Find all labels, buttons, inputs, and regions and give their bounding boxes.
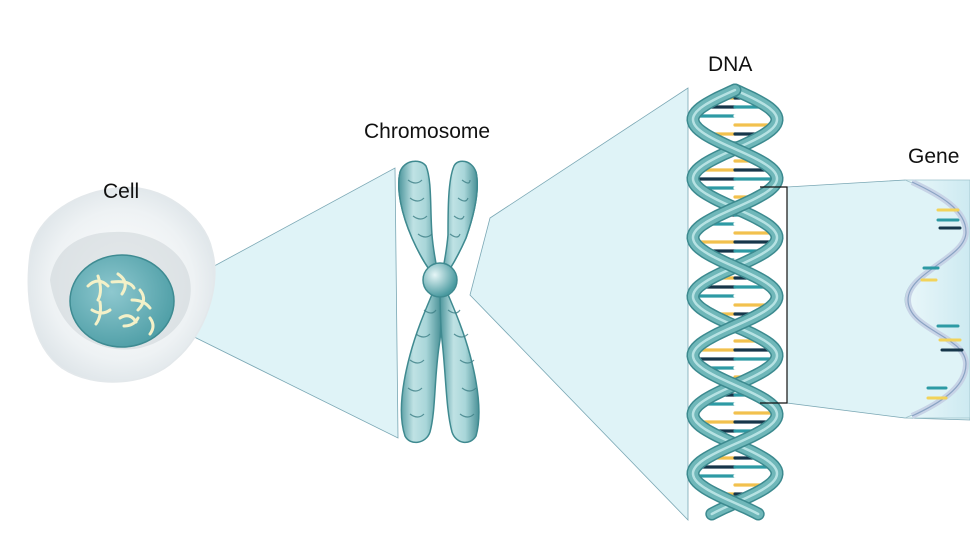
label-dna: DNA [708,53,753,76]
gene-strip [904,179,970,419]
nucleus [69,254,175,348]
chromosome-illustration [397,160,480,444]
label-gene: Gene [908,145,960,168]
zoom-cone-chromosome-to-dna [469,87,689,521]
label-cell: Cell [103,180,140,203]
gene-bracket [760,186,788,404]
dna-double-helix [686,83,784,521]
centromere [422,262,458,298]
cell-illustration [27,186,216,383]
dna-backbone-strand-b [691,88,779,516]
label-chromosome: Chromosome [364,120,491,143]
